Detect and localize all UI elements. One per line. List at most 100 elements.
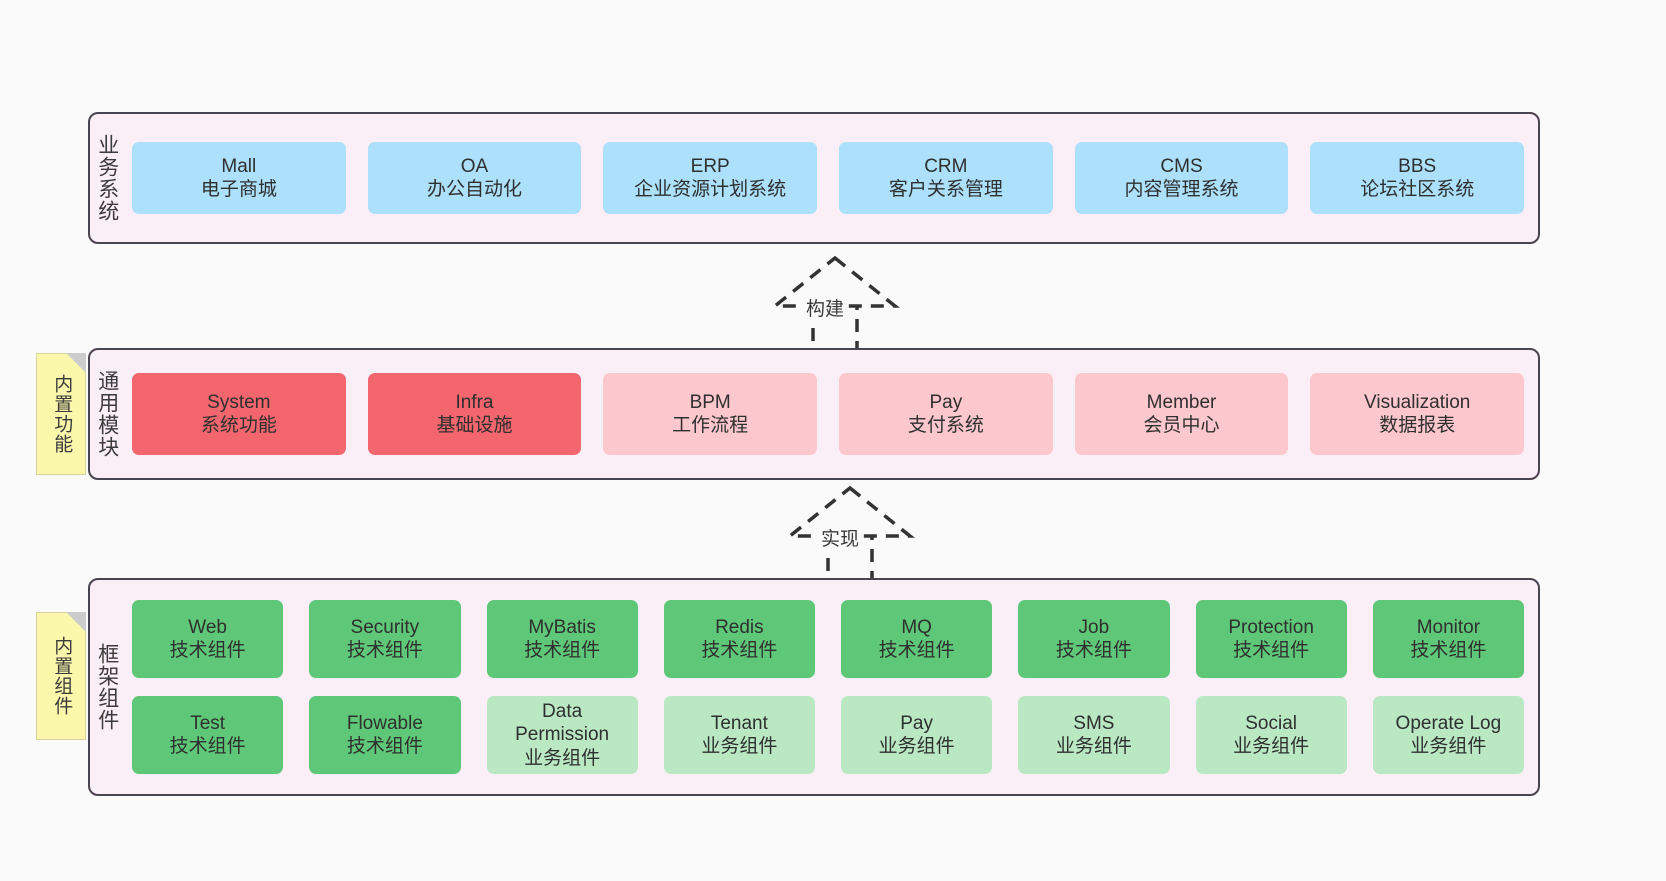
- cell-title-en: CMS: [1160, 155, 1203, 177]
- cell-title-cn: 技术组件: [169, 640, 246, 661]
- cell-title-cn: 技术组件: [169, 736, 246, 757]
- cell-title-en: Pay: [900, 712, 933, 734]
- layer-title-framework-components: 框架组件: [95, 643, 119, 731]
- cell-title-cn: 技术组件: [524, 640, 601, 661]
- uml-generalization-arrow-implement: 实现: [760, 482, 940, 587]
- cell-title-cn: 业务组件: [1233, 736, 1310, 757]
- cell-title-en: Operate Log: [1395, 712, 1502, 734]
- cell-monitor[interactable]: Monitor 技术组件: [1372, 600, 1524, 678]
- cell-pay-component[interactable]: Pay 业务组件: [841, 696, 993, 774]
- cell-title-en: Web: [188, 616, 227, 638]
- cell-title-en: SMS: [1073, 712, 1115, 734]
- cell-protection[interactable]: Protection 技术组件: [1195, 600, 1347, 678]
- cell-mybatis[interactable]: MyBatis 技术组件: [486, 600, 638, 678]
- cell-title-cn: 论坛社区系统: [1360, 179, 1475, 200]
- cell-title-cn: 业务组件: [1410, 736, 1487, 757]
- cell-title-cn: 技术组件: [346, 736, 423, 757]
- cell-title-cn: 业务组件: [878, 736, 955, 757]
- cell-title-en: System: [207, 391, 271, 413]
- cell-title-cn: 业务组件: [701, 736, 778, 757]
- cell-title-cn: 技术组件: [1410, 640, 1487, 661]
- cell-title-cn: 系统功能: [200, 415, 277, 436]
- cell-title-en: MQ: [901, 616, 932, 638]
- cell-title-en: Security: [350, 616, 420, 638]
- uml-generalization-arrow-build: 构建: [745, 252, 925, 357]
- cell-mall[interactable]: Mall 电子商城: [132, 142, 346, 214]
- layer-panel-business-systems: 业务系统 Mall 电子商城 OA 办公自动化 ERP 企业资源计划系统 CRM…: [88, 112, 1540, 244]
- cell-title-cn: 支付系统: [907, 415, 984, 436]
- cell-data-permission[interactable]: Data Permission 业务组件: [486, 696, 638, 774]
- cell-security[interactable]: Security 技术组件: [309, 600, 461, 678]
- cell-bbs[interactable]: BBS 论坛社区系统: [1310, 142, 1525, 214]
- layer-cells-framework-components: Web 技术组件 Security 技术组件 MyBatis 技术组件 Redi…: [124, 580, 1538, 794]
- cell-oa[interactable]: OA 办公自动化: [367, 142, 582, 214]
- cell-title-en: Protection: [1228, 616, 1314, 638]
- cell-title-en: Flowable: [346, 712, 423, 734]
- cell-crm[interactable]: CRM 客户关系管理: [839, 142, 1053, 214]
- layer-title-common-modules: 通用模块: [95, 370, 119, 458]
- cell-redis[interactable]: Redis 技术组件: [663, 600, 815, 678]
- layer-panel-common-modules: 通用模块 System 系统功能 Infra 基础设施 BPM 工作流程 Pay…: [88, 348, 1540, 480]
- cell-title-en: CRM: [924, 155, 968, 177]
- layer-cells-business-systems: Mall 电子商城 OA 办公自动化 ERP 企业资源计划系统 CRM 客户关系…: [124, 114, 1538, 242]
- cell-title-cn: 工作流程: [672, 415, 749, 436]
- cell-title-cn: 客户关系管理: [888, 179, 1003, 200]
- layer-panel-framework-components: 框架组件 Web 技术组件 Security 技术组件 MyBatis 技术组件…: [88, 578, 1540, 796]
- sticky-note-label: 内置功能: [51, 374, 73, 454]
- cell-infra[interactable]: Infra 基础设施: [367, 373, 582, 455]
- layer-title-business-systems: 业务系统: [95, 134, 119, 222]
- sticky-note-label: 内置组件: [51, 636, 73, 716]
- cell-title-en: Visualization: [1364, 391, 1471, 413]
- cell-title-en: Mall: [221, 155, 257, 177]
- arrow-label-build: 构建: [803, 294, 848, 321]
- cell-title-cn: 业务组件: [1055, 736, 1132, 757]
- cell-title-en: ERP: [690, 155, 730, 177]
- cell-operate-log[interactable]: Operate Log 业务组件: [1372, 696, 1524, 774]
- cell-title-cn: 技术组件: [878, 640, 955, 661]
- cell-row: System 系统功能 Infra 基础设施 BPM 工作流程 Pay 支付系统…: [132, 373, 1525, 455]
- cell-title-cn: 业务组件: [524, 747, 601, 769]
- cell-member[interactable]: Member 会员中心: [1074, 373, 1289, 455]
- cell-title-en: Test: [190, 712, 226, 734]
- cell-title-en: Tenant: [710, 712, 768, 734]
- cell-visualization[interactable]: Visualization 数据报表: [1310, 373, 1525, 455]
- cell-job[interactable]: Job 技术组件: [1018, 600, 1170, 678]
- cell-social[interactable]: Social 业务组件: [1195, 696, 1347, 774]
- cell-title-en: Member: [1146, 391, 1217, 413]
- cell-bpm[interactable]: BPM 工作流程: [603, 373, 818, 455]
- cell-mq[interactable]: MQ 技术组件: [841, 600, 993, 678]
- cell-title-cn: 基础设施: [436, 415, 513, 436]
- arrow-label-implement: 实现: [818, 524, 863, 551]
- cell-title-cn: 内容管理系统: [1124, 179, 1239, 200]
- cell-title-en: Infra: [455, 391, 494, 413]
- cell-test[interactable]: Test 技术组件: [132, 696, 284, 774]
- cell-title-cn: 电子商城: [200, 179, 277, 200]
- cell-system[interactable]: System 系统功能: [132, 373, 346, 455]
- cell-tenant[interactable]: Tenant 业务组件: [663, 696, 815, 774]
- cell-title-en: Redis: [715, 616, 764, 638]
- cell-erp[interactable]: ERP 企业资源计划系统: [603, 142, 818, 214]
- cell-pay-module[interactable]: Pay 支付系统: [839, 373, 1053, 455]
- cell-title-cn: 技术组件: [346, 640, 423, 661]
- cell-cms[interactable]: CMS 内容管理系统: [1074, 142, 1289, 214]
- cell-title-cn: 办公自动化: [427, 179, 523, 200]
- cell-title-en: Pay: [929, 391, 963, 413]
- cell-title-cn: 数据报表: [1379, 415, 1456, 436]
- cell-title-en: BBS: [1398, 155, 1437, 177]
- cell-title-cn: 技术组件: [1233, 640, 1310, 661]
- cell-title-cn: 企业资源计划系统: [634, 179, 787, 200]
- cell-title-cn: 技术组件: [1055, 640, 1132, 661]
- cell-sms[interactable]: SMS 业务组件: [1018, 696, 1170, 774]
- cell-flowable[interactable]: Flowable 技术组件: [309, 696, 461, 774]
- cell-web[interactable]: Web 技术组件: [132, 600, 284, 678]
- cell-title-cn: 技术组件: [701, 640, 778, 661]
- cell-title-en: Data Permission: [515, 701, 610, 746]
- cell-row: Test 技术组件 Flowable 技术组件 Data Permission …: [132, 696, 1524, 774]
- cell-row: Mall 电子商城 OA 办公自动化 ERP 企业资源计划系统 CRM 客户关系…: [132, 142, 1525, 214]
- cell-title-en: BPM: [689, 391, 731, 413]
- cell-title-cn: 会员中心: [1143, 415, 1220, 436]
- cell-title-en: Monitor: [1416, 616, 1481, 638]
- layer-cells-common-modules: System 系统功能 Infra 基础设施 BPM 工作流程 Pay 支付系统…: [124, 350, 1538, 478]
- cell-title-en: Social: [1245, 712, 1297, 734]
